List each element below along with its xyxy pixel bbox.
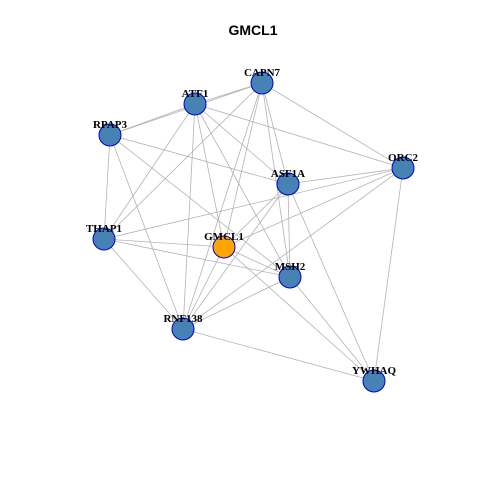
edge-atf1-asf1a — [194, 103, 289, 185]
node-label-asf1a: ASF1A — [271, 168, 305, 180]
edge-orc2-rnf138 — [182, 167, 404, 330]
edge-rpap3-rnf138 — [109, 134, 184, 330]
edge-capn7-msh2 — [261, 82, 291, 278]
node-rnf138[interactable] — [171, 317, 195, 341]
edge-gmcl1-ywhaq — [223, 246, 375, 382]
edge-layer — [103, 82, 404, 382]
node-label-ywhaq: YWHAQ — [352, 365, 396, 377]
node-atf1[interactable] — [183, 92, 207, 116]
edge-capn7-thap1 — [103, 82, 263, 240]
node-rpap3[interactable] — [98, 123, 122, 147]
edge-asf1a-msh2 — [287, 183, 291, 278]
node-capn7[interactable] — [250, 71, 274, 95]
node-label-capn7: CAPN7 — [244, 67, 281, 79]
edge-msh2-ywhaq — [289, 276, 375, 382]
edge-orc2-asf1a — [287, 167, 404, 185]
edge-capn7-asf1a — [261, 82, 289, 185]
edge-rpap3-atf1 — [109, 103, 196, 136]
node-msh2[interactable] — [278, 265, 302, 289]
node-layer — [92, 71, 415, 393]
edge-rpap3-thap1 — [103, 134, 111, 240]
node-label-msh2: MSH2 — [275, 261, 306, 273]
edge-orc2-thap1 — [103, 167, 404, 240]
node-label-gmcl1: GMCL1 — [204, 231, 244, 243]
edge-msh2-rnf138 — [182, 276, 291, 330]
edge-atf1-thap1 — [103, 103, 196, 240]
edge-rpap3-asf1a — [109, 134, 289, 185]
node-gmcl1[interactable] — [212, 235, 236, 259]
node-label-orc2: ORC2 — [388, 152, 418, 164]
edge-gmcl1-rnf138 — [182, 246, 225, 330]
node-thap1[interactable] — [92, 227, 116, 251]
edge-atf1-msh2 — [194, 103, 291, 278]
edge-thap1-gmcl1 — [103, 238, 225, 248]
edge-asf1a-ywhaq — [287, 183, 375, 382]
edge-gmcl1-msh2 — [223, 246, 291, 278]
edge-orc2-ywhaq — [373, 167, 404, 382]
edge-asf1a-rnf138 — [182, 183, 289, 330]
edge-asf1a-gmcl1 — [223, 183, 289, 248]
edge-capn7-gmcl1 — [223, 82, 263, 248]
node-label-atf1: ATF1 — [182, 88, 209, 100]
node-label-rnf138: RNF138 — [163, 313, 203, 325]
edge-capn7-orc2 — [261, 82, 404, 169]
node-asf1a[interactable] — [276, 172, 300, 196]
graph-title: GMCL1 — [229, 22, 278, 38]
node-label-thap1: THAP1 — [86, 223, 122, 235]
edge-atf1-gmcl1 — [194, 103, 225, 248]
edge-atf1-rnf138 — [182, 103, 196, 330]
edge-thap1-rnf138 — [103, 238, 184, 330]
edge-thap1-msh2 — [103, 238, 291, 278]
node-ywhaq[interactable] — [362, 369, 386, 393]
edge-rnf138-ywhaq — [182, 328, 375, 382]
node-orc2[interactable] — [391, 156, 415, 180]
edge-orc2-gmcl1 — [223, 167, 404, 248]
edge-capn7-rnf138 — [182, 82, 263, 330]
node-label-rpap3: RPAP3 — [93, 119, 128, 131]
edge-rpap3-msh2 — [109, 134, 291, 278]
